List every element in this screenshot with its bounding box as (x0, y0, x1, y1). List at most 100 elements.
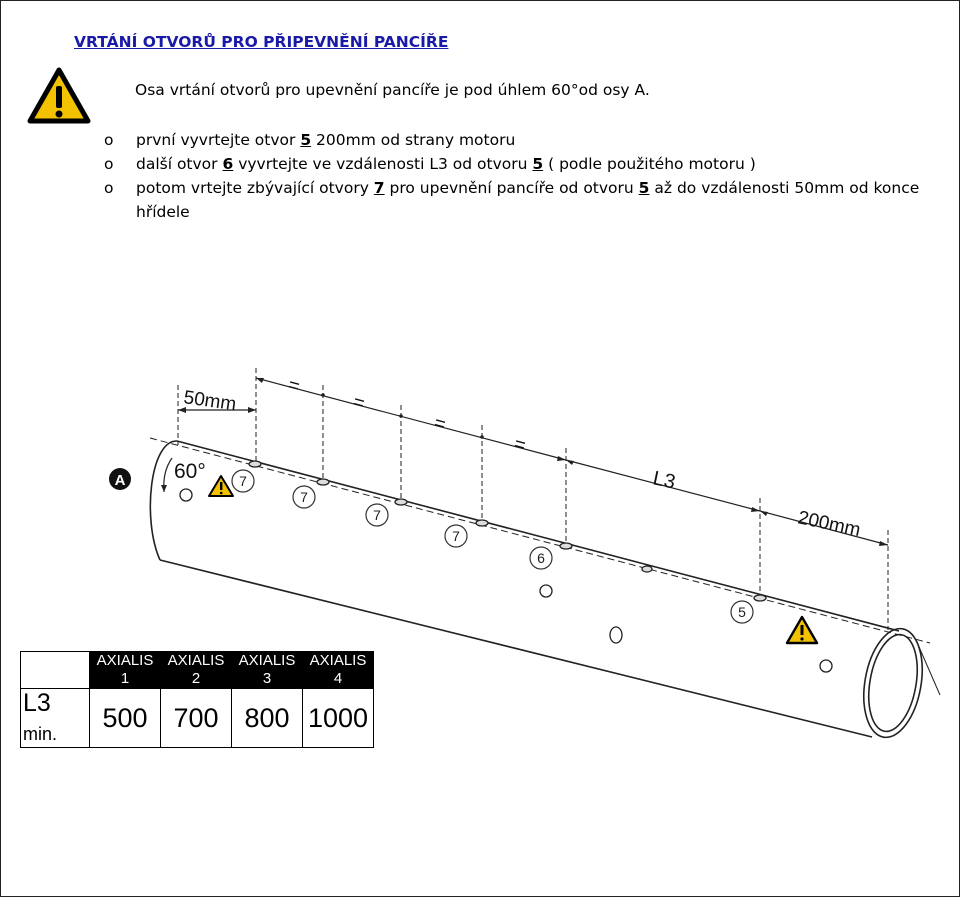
header-number: 2 (191, 670, 201, 687)
hole-number: 7 (300, 489, 308, 505)
hole-ref: 5 (532, 155, 544, 173)
hole (559, 542, 573, 550)
table-row: L3 min. 500 700 800 1000 (20, 688, 374, 748)
hole (248, 460, 262, 468)
row-label-cell: L3 min. (20, 688, 90, 748)
header-number: 1 (120, 670, 130, 687)
arrowhead (256, 378, 264, 383)
extension-line (915, 639, 941, 696)
hole-callout (365, 503, 389, 527)
bullet-mark: o (104, 179, 114, 197)
dimension-tick (480, 435, 484, 439)
hole-callout (444, 524, 468, 548)
hole-ref: 7 (373, 179, 385, 197)
hole (753, 594, 767, 602)
hole-ref: 6 (222, 155, 234, 173)
warning-icon (208, 475, 234, 497)
arrowhead (557, 456, 566, 461)
angle-label: 60° (174, 460, 206, 483)
steps-list: o první vyvrtejte otvor 5 200mm od stran… (104, 128, 944, 224)
intro-text: Osa vrtání otvorů pro upevnění pancíře j… (135, 81, 650, 99)
hole (394, 498, 408, 506)
hole-ref: 5 (638, 179, 650, 197)
list-item: o první vyvrtejte otvor 5 200mm od stran… (104, 128, 944, 152)
row-label-suffix: min. (23, 724, 58, 744)
arrowhead (879, 541, 888, 546)
bullet-mark: o (104, 155, 114, 173)
axis-a-label: A (115, 472, 126, 489)
arrowhead (161, 485, 167, 492)
arrowhead (248, 407, 256, 413)
drill-axis-line (149, 437, 931, 644)
header-number: 3 (262, 670, 272, 687)
hole-callout (529, 546, 553, 570)
arrowhead (566, 460, 574, 465)
step-text: další otvor (136, 155, 223, 173)
tube-top-edge (176, 440, 900, 632)
step-text: pro upevnění pancíře od otvoru (384, 179, 639, 197)
dimension-label-equal: = (512, 434, 528, 457)
hole (179, 488, 193, 502)
hole (316, 478, 330, 486)
tube-right-end-inner (868, 633, 918, 733)
dimension-label-50mm: 50mm (182, 387, 237, 415)
header-number: 4 (333, 670, 343, 687)
dimension-tick (399, 414, 403, 418)
hole-number: 7 (452, 528, 460, 544)
warning-icon (27, 67, 91, 124)
bullet-mark: o (104, 131, 114, 149)
dimension-label-200mm: 200mm (796, 507, 862, 541)
tube-right-end (863, 627, 923, 739)
hole (819, 659, 833, 673)
step-text: 200mm od strany motoru (311, 131, 516, 149)
table-corner-cell (20, 651, 90, 689)
header-model: AXIALIS (309, 652, 367, 669)
hole-ref: 5 (300, 131, 312, 149)
axis-a-badge (109, 468, 131, 490)
dimension-line-equal (255, 377, 567, 461)
table-cell: 800 (231, 688, 303, 748)
header-model: AXIALIS (96, 652, 154, 669)
row-label: L3 (23, 689, 51, 717)
dimension-label-l3: L3 (651, 467, 677, 493)
warning-icon (785, 615, 819, 645)
arrowhead (178, 407, 186, 413)
header-model: AXIALIS (167, 652, 225, 669)
hole-callout (292, 485, 316, 509)
hole-number: 7 (239, 473, 247, 489)
tube-bottom-edge (159, 559, 873, 738)
list-item: o další otvor 6 vyvrtejte ve vzdálenosti… (104, 152, 944, 176)
dimension-label-equal: = (286, 375, 302, 398)
dimension-tick (321, 393, 325, 397)
step-text: potom vrtejte zbývající otvory (136, 179, 374, 197)
dimension-label-equal: = (432, 413, 448, 436)
table-cell: 700 (160, 688, 232, 748)
hole (609, 626, 623, 644)
hole-number: 7 (373, 507, 381, 523)
list-item: o potom vrtejte zbývající otvory 7 pro u… (104, 176, 944, 224)
dimension-label-equal: = (351, 392, 367, 415)
step-text: ( podle použitého motoru ) (543, 155, 756, 173)
hole-callout (231, 469, 255, 493)
hole (539, 584, 553, 598)
hole (475, 519, 489, 527)
step-text: vyvrtejte ve vzdálenosti L3 od otvoru (233, 155, 533, 173)
hole-number: 6 (537, 550, 545, 566)
hole (641, 565, 653, 573)
table-cell: 500 (89, 688, 161, 748)
step-text: první vyvrtejte otvor (136, 131, 301, 149)
step-text: až do vzdálenosti 50mm od konce hřídele (136, 179, 920, 221)
header-model: AXIALIS (238, 652, 296, 669)
hole-number: 5 (738, 604, 746, 620)
arrowhead (751, 507, 760, 512)
dimension-line-200mm (759, 510, 889, 546)
tube-left-end (149, 440, 178, 561)
hole-callout (730, 600, 754, 624)
